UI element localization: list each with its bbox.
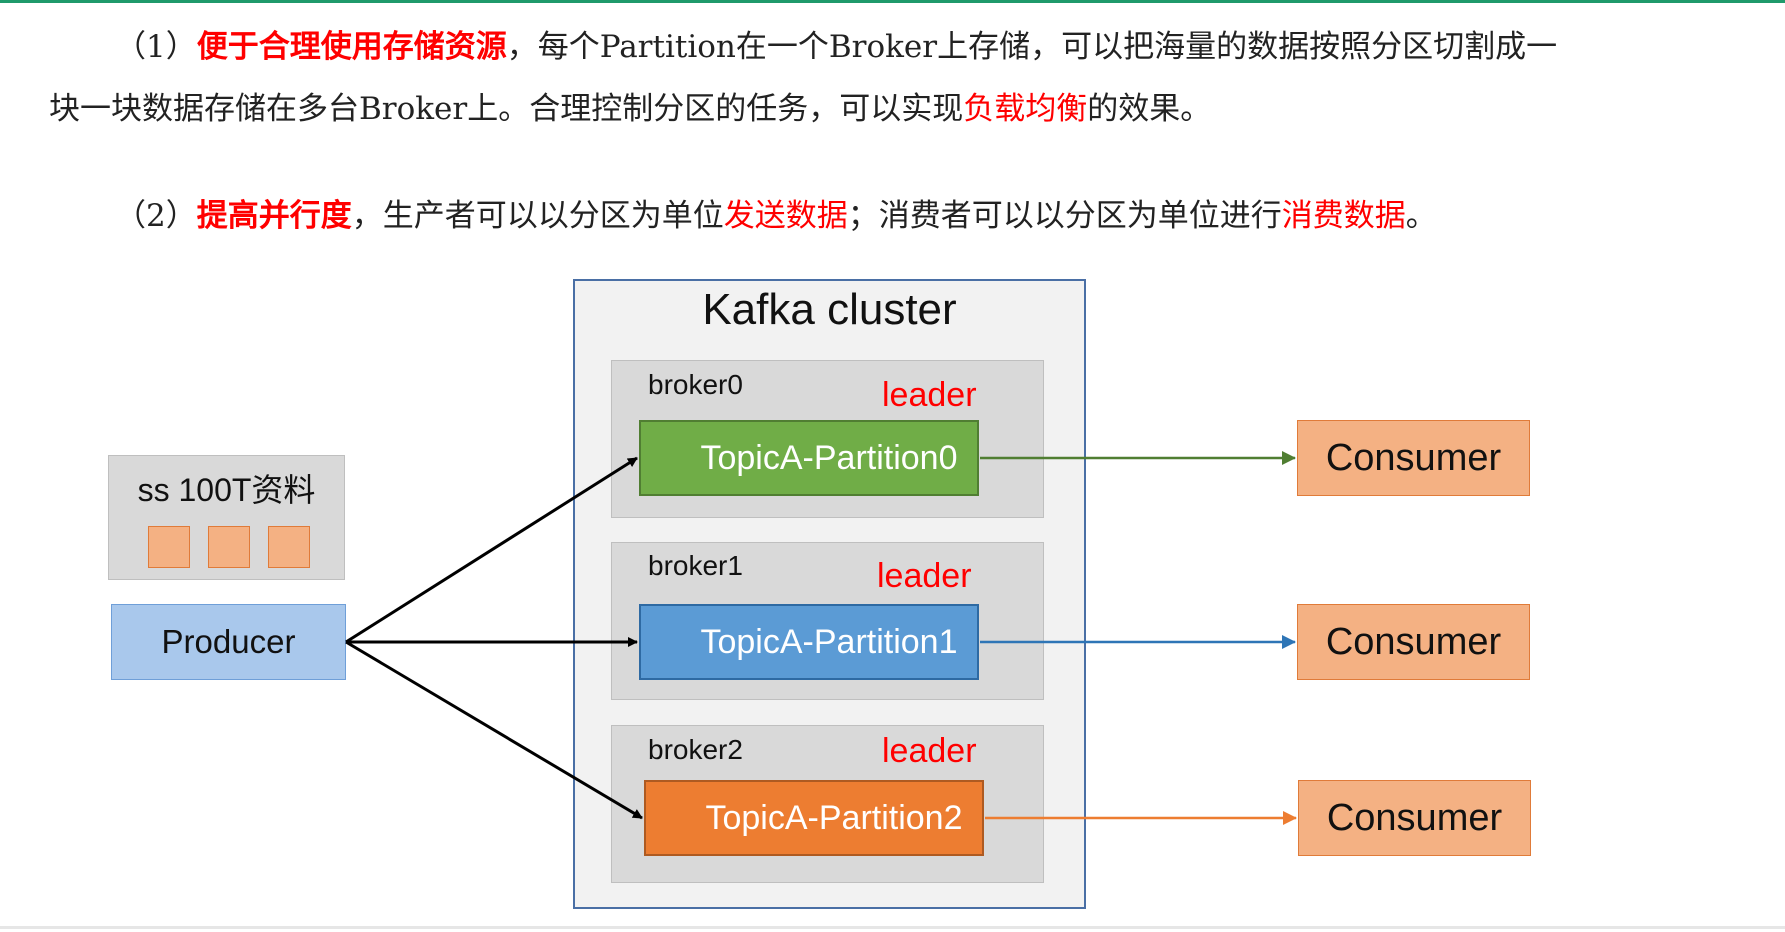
data-block-1 <box>148 526 190 568</box>
broker-label-0: broker0 <box>648 369 743 400</box>
paragraph-1-line-2: 块一块数据存储在多台Broker上。合理控制分区的任务，可以实现负载均衡的效果。 <box>49 78 1211 140</box>
p1-red-term: 负载均衡 <box>963 91 1088 127</box>
p2-prefix: （2） <box>115 198 197 234</box>
leader-label-2: leader <box>882 732 977 770</box>
data-source-label: ss 100T资料 <box>137 472 316 508</box>
consumer-2: Consumer <box>1298 780 1531 856</box>
bottom-divider <box>0 926 1785 929</box>
p1-prefix: （1） <box>115 29 197 65</box>
p2-red-term-1: 发送数据 <box>723 198 848 234</box>
p1-highlight: 便于合理使用存储资源 <box>196 29 507 65</box>
leader-label-0: leader <box>882 376 977 414</box>
p2-mid-2: ；消费者可以以分区为单位进行 <box>847 198 1282 234</box>
p1-line2-start: 块一块数据存储在多台Broker上。合理控制分区的任务，可以实现 <box>49 91 964 127</box>
partition-1: TopicA-Partition1 <box>639 604 979 680</box>
p2-end: 。 <box>1405 198 1437 234</box>
paragraph-2: （2）提高并行度，生产者可以以分区为单位发送数据；消费者可以以分区为单位进行消费… <box>115 185 1437 247</box>
broker-label-1: broker1 <box>648 550 743 581</box>
data-block-3 <box>268 526 310 568</box>
arrow-producer-to-partition-2 <box>345 640 643 820</box>
partition-2-label: TopicA-Partition2 <box>705 798 963 837</box>
top-divider <box>0 0 1785 3</box>
cluster-title: Kafka cluster <box>702 285 957 334</box>
partition-0: TopicA-Partition0 <box>639 420 979 496</box>
data-block-2 <box>208 526 250 568</box>
p2-mid-1: ，生产者可以以分区为单位 <box>351 198 724 234</box>
p2-red-term-2: 消费数据 <box>1281 198 1406 234</box>
partition-1-label: TopicA-Partition1 <box>700 622 958 661</box>
p1-line2-end: 的效果。 <box>1087 91 1212 127</box>
paragraph-1-line-1: （1）便于合理使用存储资源，每个Partition在一个Broker上存储，可以… <box>115 16 1557 78</box>
p2-highlight: 提高并行度 <box>196 198 352 234</box>
partition-0-label: TopicA-Partition0 <box>700 438 958 477</box>
p1-text: ，每个Partition在一个Broker上存储，可以把海量的数据按照分区切割成… <box>506 29 1558 65</box>
leader-label-1: leader <box>877 557 972 595</box>
partition-2: TopicA-Partition2 <box>644 780 984 856</box>
producer-box: Producer <box>111 604 346 680</box>
consumer-0: Consumer <box>1297 420 1530 496</box>
arrow-producer-to-partition-0 <box>345 456 638 644</box>
consumer-1: Consumer <box>1297 604 1530 680</box>
broker-label-2: broker2 <box>648 734 743 765</box>
